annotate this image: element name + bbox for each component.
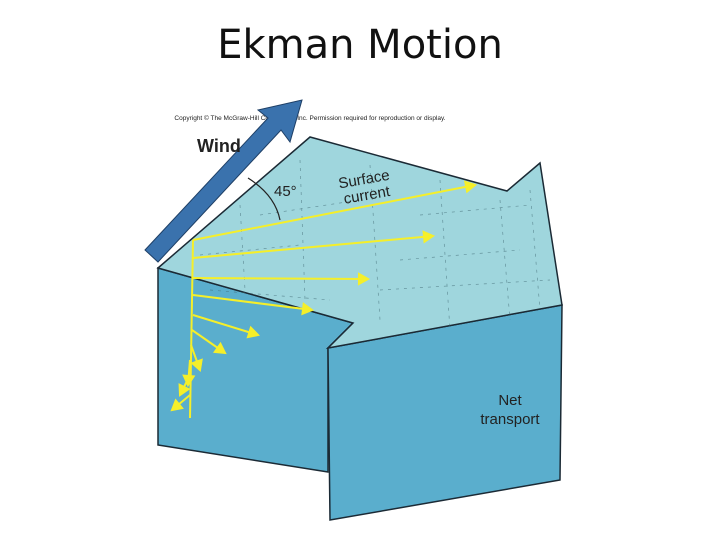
wind-label: Wind bbox=[197, 136, 241, 156]
ekman-spiral bbox=[170, 180, 478, 419]
current-arrowhead-icon bbox=[246, 325, 260, 339]
copyright-notice: Copyright © The McGraw-Hill Companies, I… bbox=[174, 114, 445, 122]
current-arrowhead-icon bbox=[178, 383, 191, 397]
current-arrowhead-icon bbox=[357, 272, 371, 286]
angle-label: 45° bbox=[274, 183, 297, 200]
current-arrowhead-icon bbox=[170, 398, 184, 412]
angle-arc bbox=[247, 177, 281, 221]
current-arrow-1 bbox=[192, 184, 476, 241]
slide-title: Ekman Motion bbox=[217, 22, 503, 68]
current-arrow-5 bbox=[192, 314, 259, 336]
current-arrowhead-icon bbox=[190, 358, 203, 372]
current-arrowhead-icon bbox=[212, 341, 227, 355]
net-transport-label-line1: Net bbox=[498, 392, 522, 409]
current-arrow-4 bbox=[192, 294, 313, 311]
surface-texture bbox=[199, 159, 551, 331]
current-arrowhead-icon bbox=[422, 230, 436, 244]
net-transport-label-line2: transport bbox=[480, 411, 540, 428]
current-arrow-2 bbox=[192, 235, 434, 259]
current-arrow-3 bbox=[192, 277, 369, 280]
depth-axis bbox=[189, 239, 194, 419]
current-arrowhead-icon bbox=[463, 180, 478, 194]
wind-arrow-icon bbox=[144, 99, 303, 263]
current-arrowhead-icon bbox=[301, 302, 315, 316]
